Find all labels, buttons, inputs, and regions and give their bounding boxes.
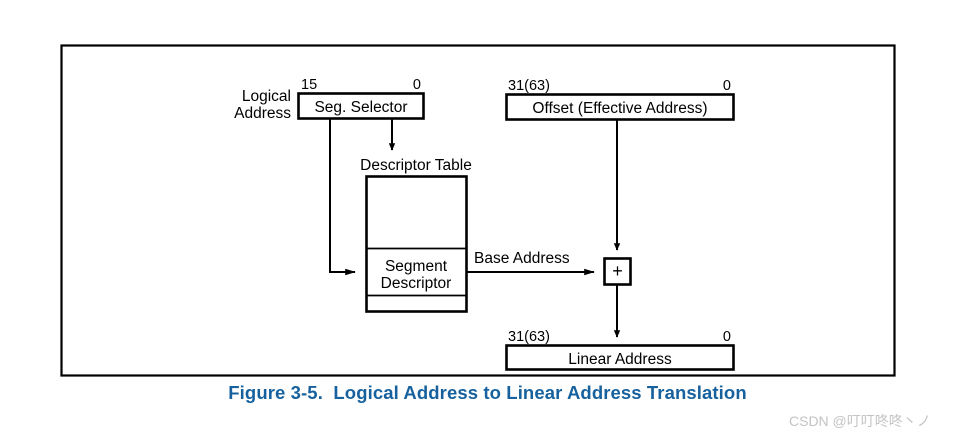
- linear-address-label: Linear Address: [568, 351, 672, 368]
- descriptor-table-label: Descriptor Table: [360, 157, 472, 174]
- figure-caption: Figure 3-5. Logical Address to Linear Ad…: [228, 382, 747, 403]
- offset-label: Offset (Effective Address): [532, 100, 707, 117]
- adder-plus-symbol: +: [612, 261, 623, 281]
- seg-selector-bit-low: 0: [413, 77, 421, 93]
- logical-address-label-line2: Address: [234, 105, 291, 122]
- offset-bit-high: 31(63): [508, 78, 550, 94]
- seg-selector-label: Seg. Selector: [314, 99, 407, 116]
- base-address-label: Base Address: [474, 250, 570, 267]
- segment-descriptor-label-line2: Descriptor: [381, 275, 452, 292]
- seg-selector-bit-high: 15: [301, 77, 317, 93]
- linear-address-bit-high: 31(63): [508, 329, 550, 345]
- watermark-text: CSDN @叮叮咚咚丶ノ: [789, 413, 931, 429]
- linear-address-bit-low: 0: [723, 329, 731, 345]
- segment-descriptor-label-line1: Segment: [385, 258, 448, 275]
- seg-selector-box: [297, 92, 425, 120]
- logical-address-label-line1: Logical: [242, 88, 291, 105]
- figure-border: [60, 44, 896, 377]
- offset-bit-low: 0: [723, 78, 731, 94]
- connector-selector-to-descriptor: [329, 119, 356, 276]
- offset-box: [505, 93, 735, 121]
- descriptor-table-box: [365, 175, 468, 313]
- linear-address-box: [505, 344, 735, 371]
- adder-box: [603, 257, 632, 286]
